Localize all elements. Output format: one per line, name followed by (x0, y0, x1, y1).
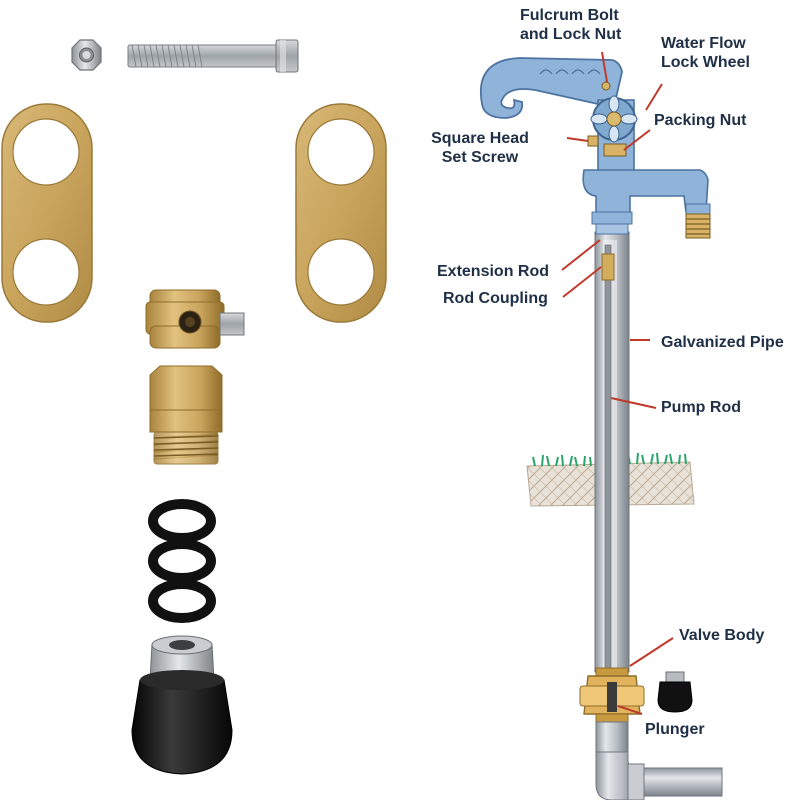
brass-threaded-bushing (149, 365, 223, 465)
leader-lines (561, 51, 674, 715)
plunger-small (657, 671, 693, 713)
label-packing-nut: Packing Nut (654, 112, 747, 129)
brass-link-plate-right (295, 103, 387, 323)
label-square-head-line2: Set Screw (441, 149, 519, 166)
label-square-head-line1: Square Head (431, 130, 529, 147)
valve-body (579, 667, 645, 723)
label-water-flow-lock-wheel: Water Flow Lock Wheel (661, 34, 750, 72)
label-water-flow-line1: Water Flow (661, 35, 746, 52)
rod-coupling (601, 253, 615, 281)
label-fulcrum-bolt-line1: Fulcrum Bolt (520, 7, 619, 24)
plunger-part (131, 635, 233, 775)
label-fulcrum-bolt-line2: and Lock Nut (520, 26, 622, 43)
water-flow-lock-wheel (590, 95, 638, 143)
brass-collar-with-set-screw (145, 289, 245, 349)
fulcrum-bolt (127, 39, 299, 73)
label-rod-coupling: Rod Coupling (443, 290, 548, 307)
lower-pipe-elbow (595, 721, 723, 800)
label-water-flow-line2: Lock Wheel (661, 54, 750, 71)
label-galvanized-pipe: Galvanized Pipe (661, 334, 784, 351)
label-plunger: Plunger (645, 721, 705, 738)
hose-thread (685, 213, 711, 239)
label-square-head-set-screw: Square Head Set Screw (420, 129, 540, 167)
o-ring-top (148, 499, 216, 543)
packing-nut (603, 143, 627, 157)
fulcrum-bolt-on-hydrant (601, 81, 611, 91)
o-ring-bottom (148, 579, 216, 623)
label-pump-rod: Pump Rod (661, 399, 741, 416)
label-extension-rod: Extension Rod (437, 263, 550, 280)
brass-link-plate-left (1, 103, 93, 323)
square-head-set-screw-part (587, 135, 599, 147)
o-ring-middle (148, 539, 216, 583)
label-valve-body: Valve Body (679, 627, 765, 644)
label-fulcrum-bolt: Fulcrum Bolt and Lock Nut (520, 6, 700, 44)
hex-nut (71, 39, 102, 71)
galvanized-pipe (594, 231, 630, 673)
hydrant-head (479, 57, 711, 239)
pump-rod (604, 244, 612, 676)
